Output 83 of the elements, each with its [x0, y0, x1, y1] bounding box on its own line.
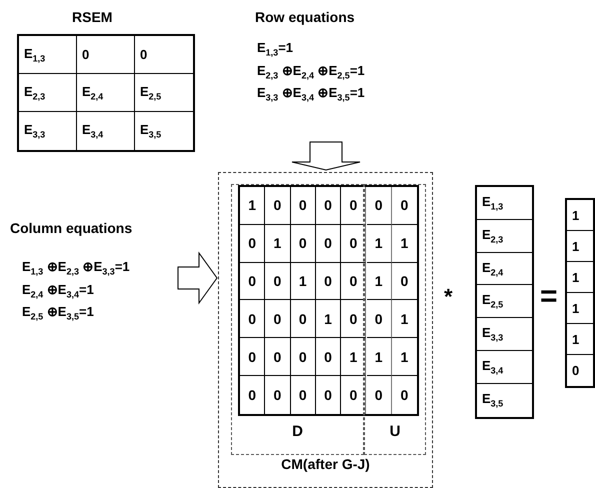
vector-cell: 1 [567, 324, 593, 355]
matrix-cell: 0 [265, 338, 291, 376]
equation: E$_{2,4}$ ⊕E$_{3,4}$=1 [22, 280, 95, 302]
equation: E$_{2,5}$ ⊕E$_{3,5}$=1 [22, 303, 95, 324]
vector-cell: E$_{3,4}$ [477, 351, 532, 384]
matrix-cell: E$_{3,4}$ [77, 112, 135, 150]
equation: E$_{1,3}$ ⊕E$_{2,3}$ ⊕E$_{3,3}$=1 [22, 258, 131, 279]
matrix-cell: 0 [265, 262, 291, 300]
matrix-cell: 0 [265, 376, 291, 414]
matrix-cell: 0 [240, 338, 266, 376]
block-arrow [178, 251, 218, 305]
vector-cell: E$_{2,5}$ [477, 285, 532, 318]
matrix-cell: E$_{2,3}$ [19, 74, 77, 112]
region-label: D [291, 423, 304, 440]
matrix-cell: E$_{3,3}$ [19, 112, 77, 150]
matrix-cell: 0 [290, 224, 316, 263]
matrix-cell: 0 [316, 262, 342, 300]
matrix-cell: 0 [366, 300, 392, 338]
matrix-cell: 0 [290, 300, 316, 338]
matrix-cell: 0 [341, 187, 366, 225]
matrix-cell: 0 [265, 300, 291, 338]
region-label: U [388, 423, 402, 440]
matrix-cell: 0 [366, 187, 392, 225]
equation: E$_{1,3}$=1 [257, 39, 294, 60]
group-title: CM(after G-J) [280, 456, 371, 472]
vector-cell: 1 [567, 262, 593, 293]
matrix-cell: E$_{1,3}$ [19, 36, 77, 74]
matrix-cell: 0 [341, 376, 366, 414]
matrix-cell: 0 [316, 338, 342, 376]
matrix-cell: 0 [240, 376, 266, 414]
matrix-cell: 0 [316, 224, 342, 263]
vector-cell: 1 [567, 293, 593, 324]
vector-cell-text: 0 [571, 362, 580, 380]
dashed-region-box [364, 184, 426, 455]
matrix-cell: 1 [392, 300, 418, 338]
matrix-cell: 0 [77, 36, 135, 74]
matrix-cell: 0 [316, 187, 342, 225]
vector-cell-text: E$_{3,5}$ [481, 390, 504, 411]
heading: Row equations [255, 9, 356, 25]
vector-cell: E$_{2,3}$ [477, 220, 532, 253]
matrix-cell: 0 [290, 187, 316, 225]
vector-cell: E$_{1,3}$ [477, 187, 532, 220]
matrix-cell: 1 [392, 338, 418, 376]
vector-cell: 1 [567, 200, 593, 231]
matrix-cell-text: 0 [400, 386, 410, 405]
matrix-cell: 0 [290, 338, 316, 376]
matrix-cell: 1 [392, 224, 418, 263]
matrix-cell: 0 [290, 376, 316, 414]
matrix-cell: 1 [265, 224, 291, 263]
multiply-sign: * [444, 284, 453, 310]
matrix-cell: 0 [341, 300, 366, 338]
vector-cell: E$_{3,3}$ [477, 318, 532, 351]
table-title: RSEM [72, 9, 112, 25]
matrix-cell: 0 [265, 187, 291, 225]
equation: E$_{2,3}$ ⊕E$_{2,4}$ ⊕E$_{2,5}$=1 [257, 62, 366, 82]
matrix-cell: 1 [366, 224, 392, 263]
matrix-cell: E$_{2,4}$ [77, 74, 135, 112]
matrix-cell: 1 [316, 300, 342, 338]
matrix-cell: 0 [392, 262, 418, 300]
matrix-cell: 0 [240, 224, 266, 263]
matrix-cell: 0 [341, 262, 366, 300]
matrix-cell: 1 [366, 262, 392, 300]
matrix-cell: 1 [341, 338, 366, 376]
matrix-cell-text: E$_{3,5}$ [139, 121, 162, 142]
dashed-region-box [231, 184, 364, 455]
matrix-cell: 0 [392, 187, 418, 225]
matrix-cell: 0 [135, 36, 193, 74]
matrix-cell: 0 [316, 376, 342, 414]
equation: E$_{3,3}$ ⊕E$_{3,4}$ ⊕E$_{3,5}$=1 [257, 84, 366, 105]
block-arrow [292, 142, 360, 171]
matrix-cell: 0 [366, 376, 392, 414]
heading: Column equations [10, 220, 134, 236]
matrix-cell: 1 [240, 187, 266, 225]
matrix-cell: 0 [341, 224, 366, 263]
dashed-group-box [218, 172, 433, 488]
vector-cell: 1 [567, 231, 593, 262]
vector-cell: E$_{2,4}$ [477, 252, 532, 286]
equals-sign: = [540, 280, 558, 314]
matrix-cell: 1 [366, 338, 392, 376]
matrix-cell: 0 [240, 262, 266, 300]
matrix-cell: 1 [290, 262, 316, 300]
matrix-cell: E$_{2,5}$ [135, 74, 193, 112]
matrix-cell: 0 [240, 300, 266, 338]
